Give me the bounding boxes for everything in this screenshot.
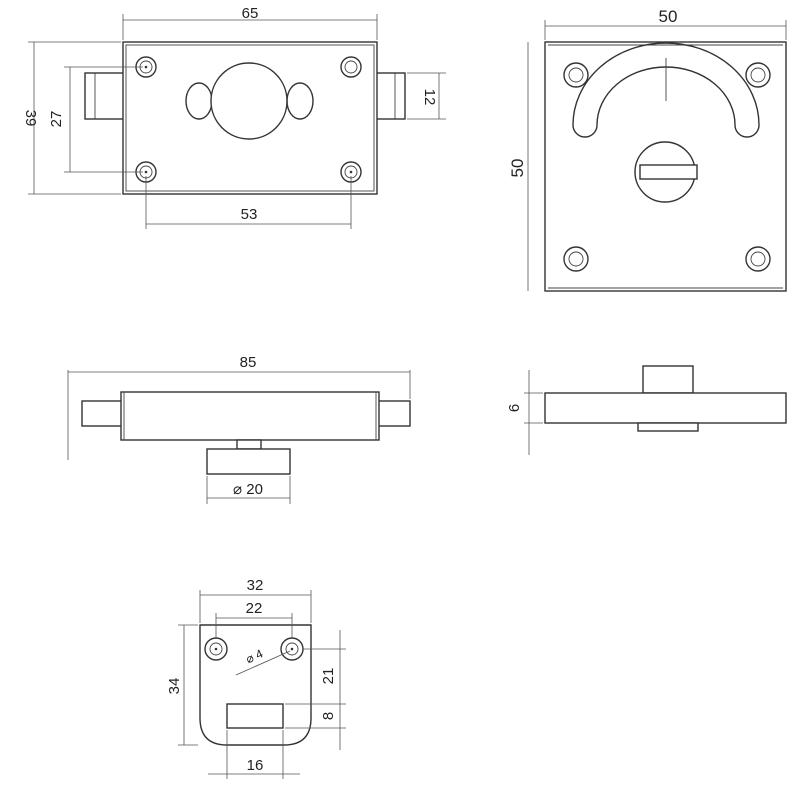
knob-stem [236,439,262,450]
screw-hole [340,56,362,78]
lock-side-view: 85 ⌀ 20 [67,354,411,504]
dim-hole-spacing: 53 [241,206,258,223]
lock-front-view: 65 39 27 12 53 [22,5,446,229]
dim-lock-width: 65 [242,5,259,22]
keeper-slot [226,703,284,729]
screw-hole [745,62,771,88]
dim-indicator-height: 50 [508,159,527,178]
dim-hole-diameter: ⌀ 4 [244,646,266,666]
dim-lock-height: 39 [22,110,39,127]
lock-knob [185,62,314,140]
dim-slot-height: 8 [320,712,337,720]
dim-keeper-hole-spacing: 22 [246,600,263,617]
indicator-front-view: 50 50 [508,7,787,292]
dim-slot-width: 16 [247,757,264,774]
dim-indicator-width: 50 [659,7,678,26]
lock-knob [206,448,291,475]
indicator-plate [544,392,787,424]
lock-body [120,391,380,441]
left-bolt [81,400,125,427]
screw-hole [563,62,589,88]
dim-hole-to-slot: 21 [320,668,337,685]
left-bolt [84,72,126,120]
screw-hole [563,246,589,272]
right-bolt [375,400,411,427]
dim-bolt-height: 12 [421,89,438,106]
screw-hole [745,246,771,272]
dim-plate-thickness: 6 [506,404,523,412]
slot-screw [634,141,698,203]
dim-knob-diameter: ⌀ 20 [233,481,263,498]
dim-lock-length: 85 [240,354,257,371]
right-bolt [374,72,406,120]
keeper-view: ⌀ 4 32 22 34 21 8 16 [166,577,346,779]
status-window [572,42,760,138]
dim-keeper-width: 32 [247,577,264,594]
indicator-spindle [637,422,699,432]
dim-bolt-spacing: 27 [48,111,65,128]
indicator-side-view: 6 [506,365,787,455]
dim-keeper-height: 34 [166,678,183,695]
slot-screw-head [642,365,694,394]
